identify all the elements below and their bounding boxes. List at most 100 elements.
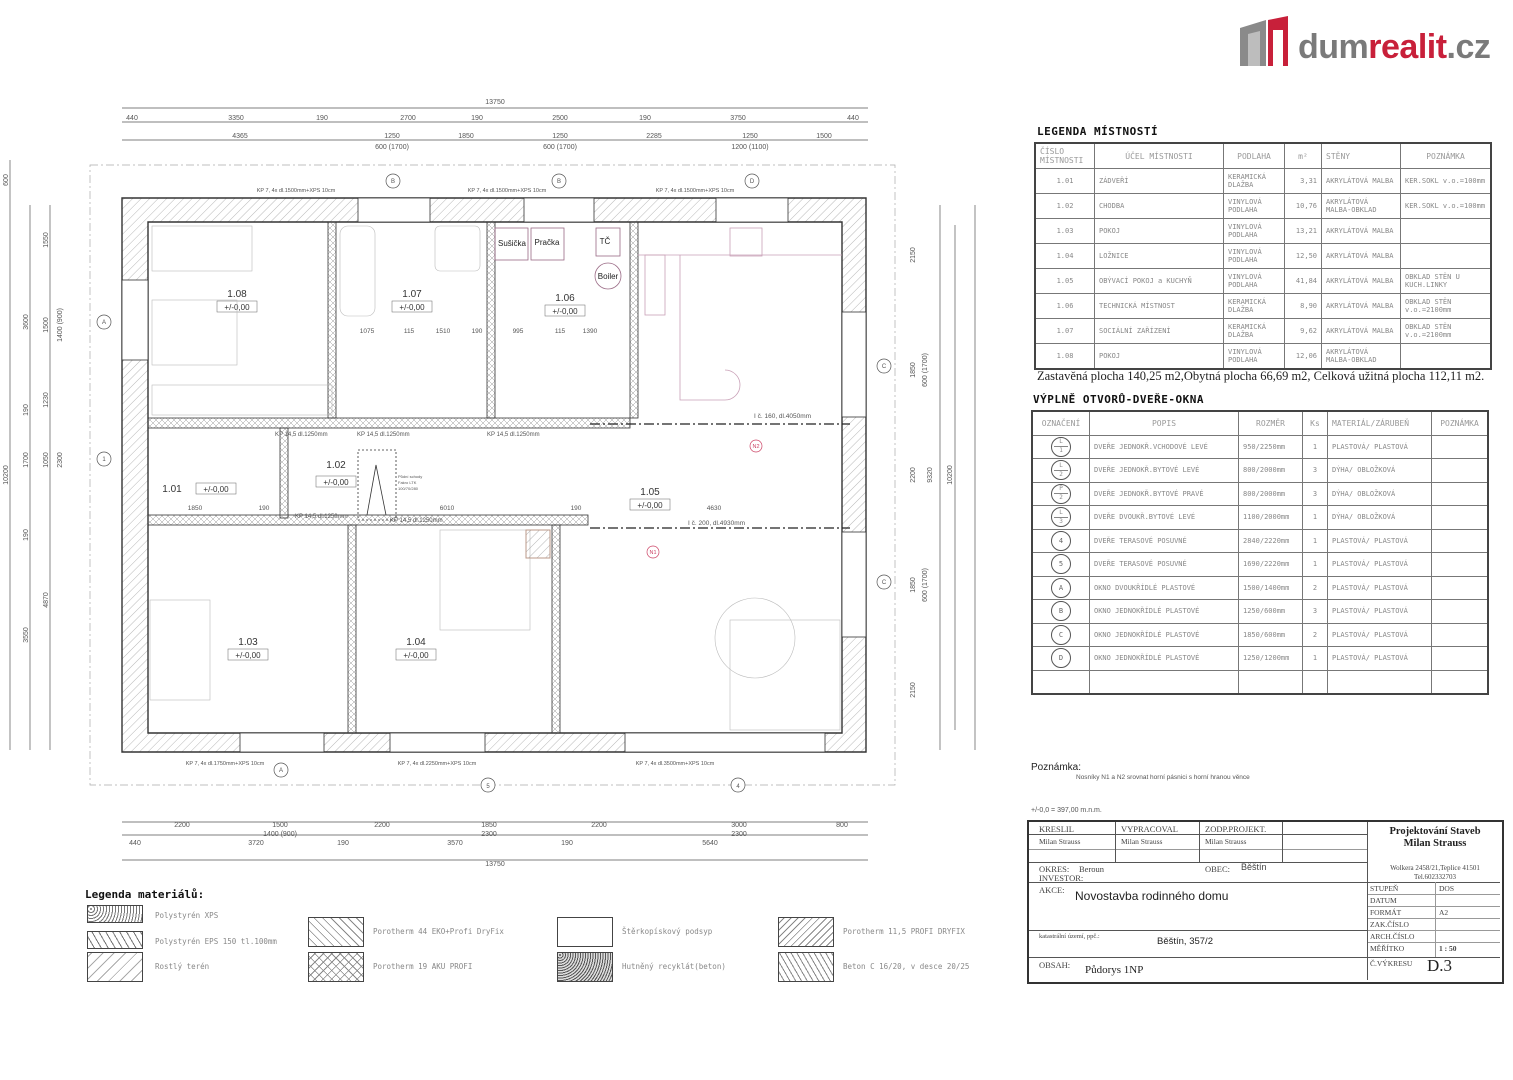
svg-text:190: 190 — [337, 840, 349, 847]
stupen-label: STUPEŇ — [1370, 884, 1399, 893]
svg-text:1.07: 1.07 — [402, 289, 422, 300]
katastr-label: katastrální území, ppč.: — [1039, 933, 1100, 940]
svg-text:1050: 1050 — [43, 452, 50, 468]
svg-text:3600: 3600 — [23, 314, 30, 330]
legend-label: Hutněný recyklát(beton) — [622, 962, 726, 971]
svg-text:190: 190 — [23, 529, 30, 541]
svg-text:KP 7, 4x dl.1500mm+XPS 10cm: KP 7, 4x dl.1500mm+XPS 10cm — [468, 188, 547, 194]
legend-label: Porotherm 44 EKO+Profi DryFix — [373, 927, 504, 936]
svg-text:4870: 4870 — [43, 592, 50, 608]
meritko-label: MĚŘÍTKO — [1370, 944, 1405, 953]
vykres-label: Č.VÝKRESU — [1370, 959, 1413, 968]
svg-text:Pračka: Pračka — [535, 238, 560, 247]
vypracoval-label: VYPRACOVAL — [1121, 824, 1178, 834]
svg-text:3550: 3550 — [23, 627, 30, 643]
katastr-value: Běštín, 357/2 — [1157, 936, 1213, 947]
svg-text:1850: 1850 — [910, 362, 917, 378]
svg-text:KP 14,5 dl.1250mm: KP 14,5 dl.1250mm — [357, 432, 410, 438]
legend-label: Polystyrén XPS — [155, 911, 219, 920]
openings-table: OZNAČENÍ POPIS ROZMĚR Ks MATERIÁL/ZÁRUBE… — [1031, 410, 1489, 695]
vypracoval-value: Milan Strauss — [1121, 837, 1163, 846]
svg-text:1.03: 1.03 — [238, 637, 258, 648]
kreslil-label: KRESLIL — [1039, 824, 1074, 834]
svg-text:190: 190 — [561, 840, 573, 847]
svg-text:+/-0,00: +/-0,00 — [399, 303, 425, 312]
svg-text:440: 440 — [126, 115, 138, 122]
room-1-05: 1.05+/-0,00 — [629, 487, 671, 511]
svg-text:190: 190 — [472, 328, 483, 335]
svg-text:600: 600 — [3, 174, 10, 186]
room-1-06: 1.06+/-0,00 — [544, 293, 586, 317]
svg-text:1250: 1250 — [384, 133, 400, 140]
svg-text:1230: 1230 — [43, 392, 50, 408]
svg-text:9320: 9320 — [927, 467, 934, 483]
logo-wordmark: dumrealit.cz — [1298, 28, 1491, 66]
svg-text:KP 14,5 dl.1250mm: KP 14,5 dl.1250mm — [487, 432, 540, 438]
svg-text:1700: 1700 — [23, 452, 30, 468]
svg-text:KP 7, 4x dl.2250mm+XPS 10cm: KP 7, 4x dl.2250mm+XPS 10cm — [398, 761, 477, 767]
svg-text:2300: 2300 — [731, 831, 747, 838]
svg-text:1500: 1500 — [816, 133, 832, 140]
svg-text:1.08: 1.08 — [227, 289, 247, 300]
svg-text:1510: 1510 — [436, 328, 451, 335]
svg-text:115: 115 — [404, 328, 415, 335]
datum-label: DATUM — [1370, 896, 1397, 905]
svg-text:A: A — [102, 320, 106, 326]
svg-text:1850: 1850 — [481, 822, 497, 829]
room-1-04: 1.04+/-0,00 — [395, 637, 437, 661]
svg-text:1850: 1850 — [458, 133, 474, 140]
svg-text:3000: 3000 — [731, 822, 747, 829]
svg-text:KP 7, 4x dl.1500mm+XPS 10cm: KP 7, 4x dl.1500mm+XPS 10cm — [656, 188, 735, 194]
svg-text:4365: 4365 — [232, 133, 248, 140]
porotherm115-swatch — [778, 917, 834, 947]
svg-text:D: D — [750, 179, 755, 185]
eps-swatch — [87, 931, 143, 949]
svg-text:Půdní schody: Půdní schody — [398, 474, 422, 479]
table-header-row: OZNAČENÍ POPIS ROZMĚR Ks MATERIÁL/ZÁRUBE… — [1031, 410, 1489, 436]
svg-text:Sušička: Sušička — [498, 239, 527, 248]
material-legend: Polystyrén XPS Polystyrén EPS 150 tl.100… — [87, 905, 969, 982]
svg-text:1850: 1850 — [188, 505, 203, 512]
svg-text:Fakro LTK: Fakro LTK — [398, 480, 417, 485]
porotherm44-swatch — [308, 917, 364, 947]
recycled-swatch — [557, 952, 613, 982]
legend-label: Polystyrén EPS 150 tl.100mm — [155, 937, 277, 946]
svg-text:440: 440 — [847, 115, 859, 122]
svg-text:2150: 2150 — [910, 682, 917, 698]
zodp-value: Milan Strauss — [1205, 837, 1247, 846]
svg-text:3570: 3570 — [447, 840, 463, 847]
svg-text:13750: 13750 — [485, 861, 505, 868]
obsah-label: OBSAH: — [1039, 960, 1071, 970]
svg-text:KP 14,5 dl.1250mm: KP 14,5 dl.1250mm — [295, 514, 348, 520]
title-block: KRESLIL VYPRACOVAL ZODP.PROJEKT. Milan S… — [1027, 820, 1504, 984]
svg-text:2700: 2700 — [400, 115, 416, 122]
svg-text:I č. 160, dl.4050mm: I č. 160, dl.4050mm — [754, 413, 811, 420]
svg-text:2150: 2150 — [910, 247, 917, 263]
porotherm19-swatch — [308, 952, 364, 982]
svg-text:4630: 4630 — [707, 505, 722, 512]
svg-text:A: A — [279, 768, 283, 774]
okres-value: Beroun — [1079, 864, 1105, 874]
svg-text:1400 (900): 1400 (900) — [57, 308, 64, 342]
svg-text:KP 14,5 dl.1250mm: KP 14,5 dl.1250mm — [390, 518, 443, 524]
svg-text:B: B — [391, 179, 395, 185]
concrete-swatch — [778, 952, 834, 982]
svg-text:6010: 6010 — [440, 505, 455, 512]
svg-text:190: 190 — [259, 505, 270, 512]
svg-text:2300: 2300 — [57, 452, 64, 468]
svg-text:+/-0,00: +/-0,00 — [203, 485, 229, 494]
legend-label: Porotherm 19 AKU PROFI — [373, 962, 473, 971]
svg-text:N1: N1 — [649, 550, 656, 556]
svg-text:600 (1700): 600 (1700) — [375, 144, 409, 151]
svg-text:2500: 2500 — [552, 115, 568, 122]
svg-text:1250: 1250 — [552, 133, 568, 140]
meritko-value: 1 : 50 — [1439, 944, 1457, 953]
svg-text:C: C — [882, 364, 887, 370]
